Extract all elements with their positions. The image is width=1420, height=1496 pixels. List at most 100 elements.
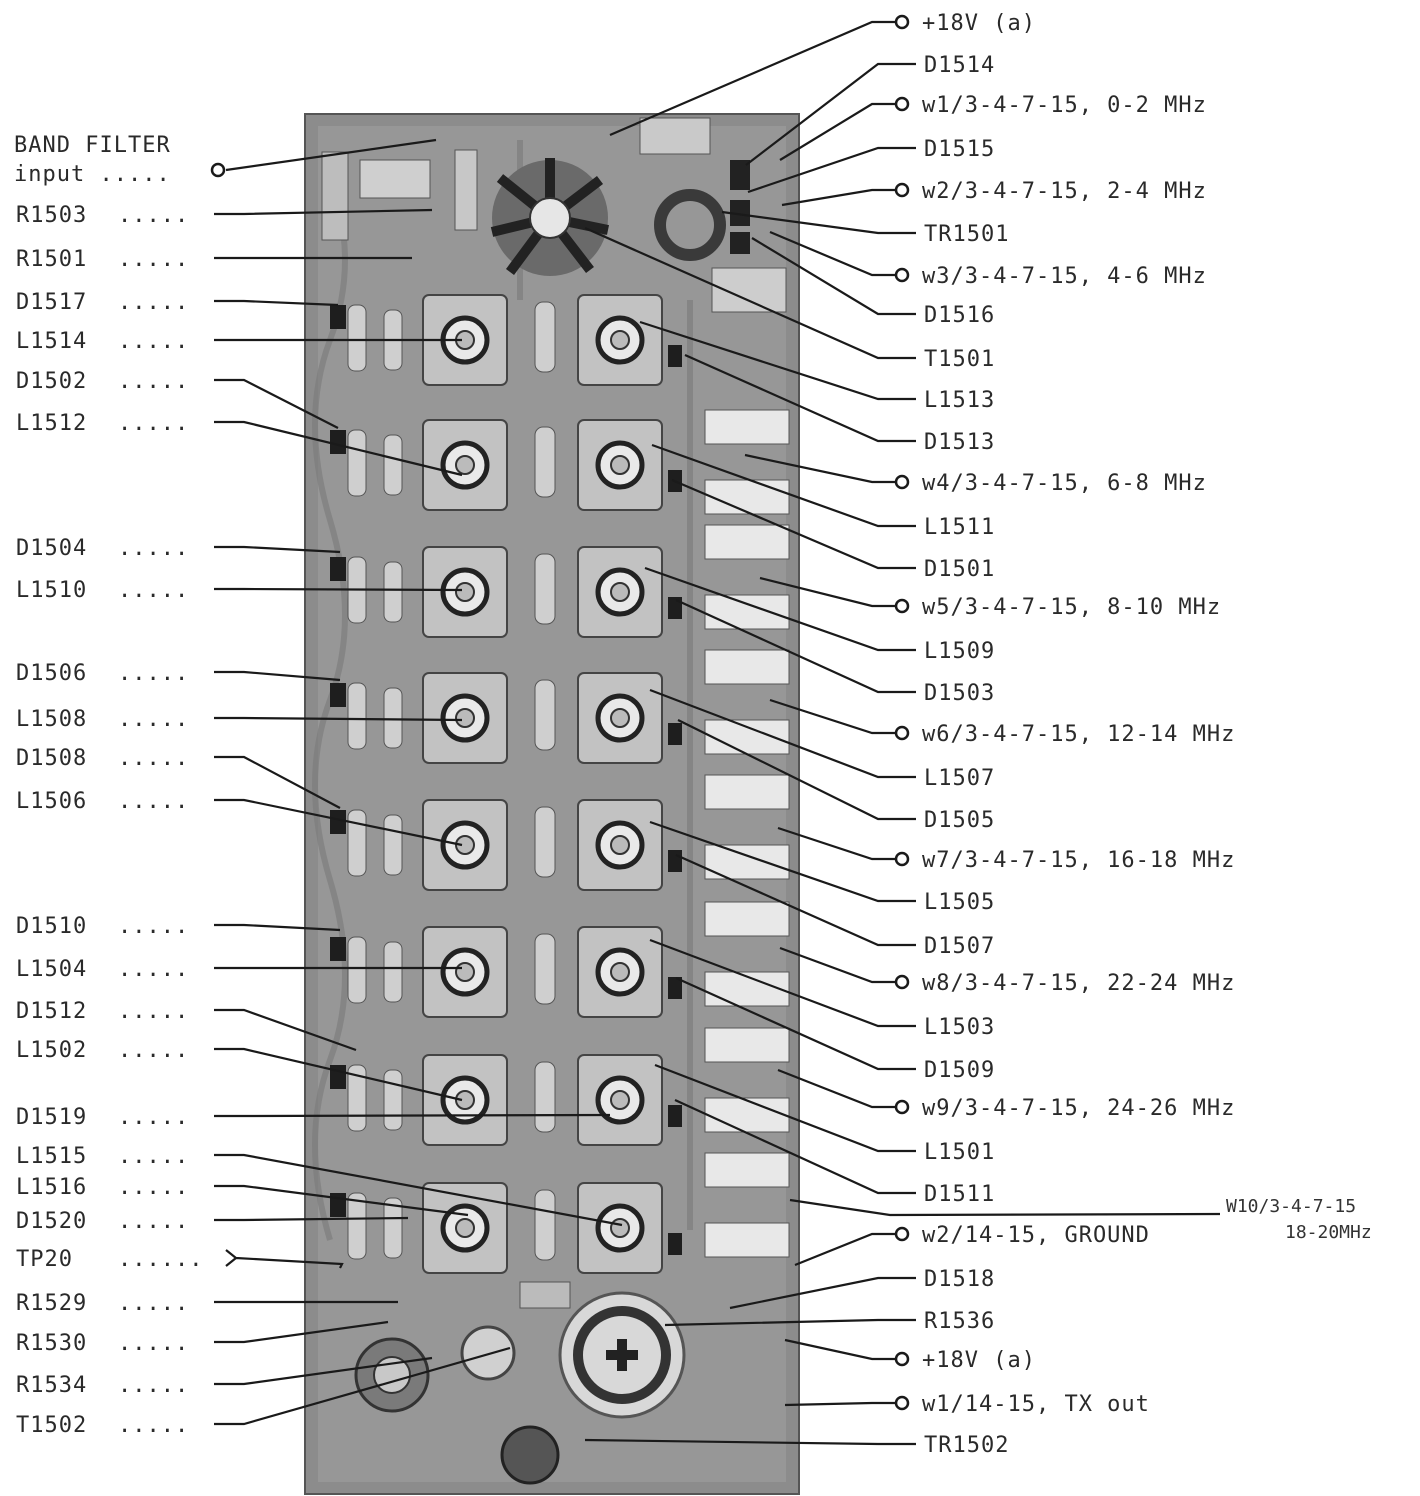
- leader-d1519: [214, 1113, 611, 1118]
- leader-r-22: [675, 853, 916, 947]
- coil-r2-c1: [422, 419, 508, 511]
- label-input: input .....: [14, 162, 171, 187]
- leader-r-9: [639, 320, 916, 401]
- relay-column: [704, 409, 790, 1258]
- leader-lines: [214, 20, 1221, 1446]
- leader-l1515: [214, 1153, 623, 1227]
- leader-r-24: [649, 938, 916, 1028]
- leader-r1530: [214, 1320, 389, 1344]
- relay-6: [704, 1027, 790, 1133]
- leader-r-32: [784, 1338, 896, 1361]
- leader-r-0: [609, 20, 896, 137]
- label-l1515: L1515.....: [16, 1144, 189, 1169]
- terminals: [210, 14, 910, 1411]
- leader-d1502: [214, 378, 339, 429]
- terminal-6: [894, 267, 910, 283]
- leader-l1506: [214, 798, 463, 847]
- label-r-9: L1513: [924, 388, 995, 413]
- leader-l1516: [214, 1184, 469, 1217]
- label-r-0: +18V (a): [922, 11, 1036, 36]
- label-d1519: D1519.....: [16, 1105, 189, 1130]
- leader-r-29: [794, 1232, 896, 1267]
- terminal-29: [894, 1226, 910, 1242]
- leader-tp20: [225, 1249, 344, 1269]
- label-r-20: w7/3-4-7-15, 16-18 MHz: [922, 848, 1235, 873]
- leader-r-8: [584, 226, 916, 360]
- leader-r-27: [654, 1063, 916, 1153]
- leader-r-4: [781, 188, 896, 207]
- label-r1529: R1529.....: [16, 1291, 189, 1316]
- label-r-25: D1509: [924, 1058, 995, 1083]
- coil-r6-c2: [577, 926, 663, 1018]
- leader-r1534: [214, 1356, 433, 1386]
- label-r-6: w3/3-4-7-15, 4-6 MHz: [922, 264, 1207, 289]
- label-tp20: TP20......: [16, 1247, 203, 1272]
- leader-l1502: [214, 1047, 463, 1102]
- leader-r-7: [751, 237, 916, 316]
- coil-r8-c2: [577, 1182, 663, 1274]
- leader-r-5: [721, 210, 916, 235]
- leader-l1510: [214, 587, 463, 592]
- leader-d1512: [214, 1008, 357, 1052]
- coil-r2-c2: [577, 419, 663, 511]
- label-r-21: L1505: [924, 890, 995, 915]
- label-r-2: w1/3-4-7-15, 0-2 MHz: [922, 93, 1207, 118]
- leader-r-25: [675, 976, 916, 1071]
- coil-r6-c1: [422, 926, 508, 1018]
- leader-t1502: [214, 1346, 511, 1426]
- label-l1504: L1504.....: [16, 957, 189, 982]
- label-band-filter: BAND FILTER: [14, 133, 171, 158]
- label-l1512: L1512.....: [16, 411, 189, 436]
- label-r-23: w8/3-4-7-15, 22-24 MHz: [922, 971, 1235, 996]
- coil-r5-c1: [422, 799, 508, 891]
- label-w10-freq: 18-20MHz: [1285, 1222, 1372, 1243]
- leader-l1512: [214, 420, 463, 477]
- label-r1501: R1501.....: [16, 247, 189, 272]
- leader-r-28: [674, 1098, 916, 1195]
- leader-input: [225, 138, 437, 172]
- label-d1510: D1510.....: [16, 914, 189, 939]
- terminal-11: [894, 474, 910, 490]
- label-r1534: R1534.....: [16, 1373, 189, 1398]
- leader-r-15: [644, 566, 916, 652]
- label-r-15: L1509: [924, 639, 995, 664]
- label-l1514: L1514.....: [16, 329, 189, 354]
- leader-r-6: [769, 230, 896, 277]
- label-l1502: L1502.....: [16, 1038, 189, 1063]
- leader-l1508: [214, 716, 463, 722]
- leader-r-17: [769, 698, 896, 735]
- leader-r-11: [744, 453, 896, 484]
- leader-r1503: [214, 208, 433, 216]
- terminal-0: [894, 14, 910, 30]
- pcb-board: [304, 113, 800, 1495]
- leader-r-18: [649, 688, 916, 779]
- label-r-19: D1505: [924, 808, 995, 833]
- leader-d1510: [214, 923, 341, 932]
- coil-r4-c1: [422, 672, 508, 764]
- leader-r-14: [759, 576, 896, 608]
- label-d1517: D1517.....: [16, 290, 189, 315]
- label-r-12: L1511: [924, 515, 995, 540]
- label-l1510: L1510.....: [16, 578, 189, 603]
- coil-r8-c1: [422, 1182, 508, 1274]
- leader-r-3: [747, 146, 916, 194]
- coil-array: [330, 294, 682, 1274]
- label-d1520: D1520.....: [16, 1209, 189, 1234]
- coil-r7-c2: [577, 1054, 663, 1146]
- label-d1506: D1506.....: [16, 661, 189, 686]
- label-d1508: D1508.....: [16, 746, 189, 771]
- coil-r5-c2: [577, 799, 663, 891]
- heatsink: [490, 158, 610, 276]
- label-r-26: w9/3-4-7-15, 24-26 MHz: [922, 1096, 1235, 1121]
- terminal-20: [894, 851, 910, 867]
- coil-r7-c1: [422, 1054, 508, 1146]
- label-d1504: D1504.....: [16, 536, 189, 561]
- label-r-31: R1536: [924, 1309, 995, 1334]
- label-l1516: L1516.....: [16, 1175, 189, 1200]
- coil-r3-c1: [422, 546, 508, 638]
- terminal-33: [894, 1395, 910, 1411]
- label-r-34: TR1502: [924, 1433, 1009, 1458]
- relay-2: [704, 524, 790, 630]
- label-r-18: L1507: [924, 766, 995, 791]
